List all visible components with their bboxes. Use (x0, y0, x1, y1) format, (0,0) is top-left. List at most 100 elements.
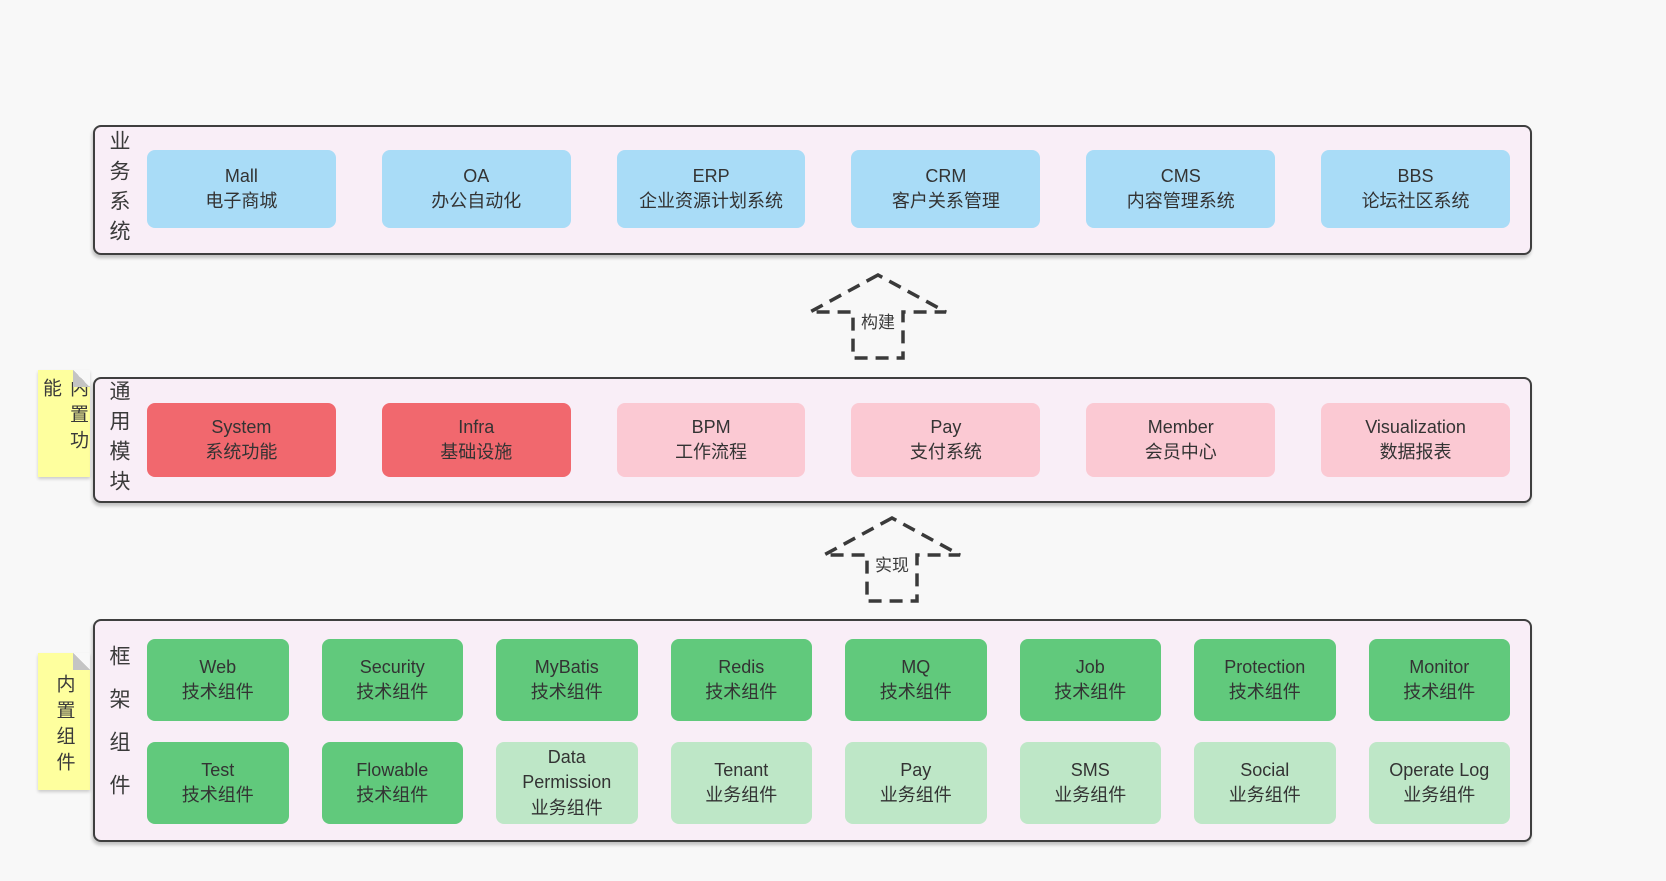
box-desc: 业务组件 (530, 797, 603, 818)
box-name: CMS (1160, 165, 1201, 186)
framework-components-layer: 框架组件 Web 技术组件 Security 技术组件 MyBatis 技术组件… (93, 619, 1532, 842)
box-name: Mall (224, 165, 258, 186)
box-bbs: BBS 论坛社区系统 (1321, 150, 1510, 228)
box-name: Tenant (714, 759, 769, 780)
box-name: ERP (692, 165, 730, 186)
box-name: Web (199, 656, 237, 677)
box-desc: 技术组件 (181, 682, 254, 702)
box-name: BPM (691, 416, 731, 437)
box-name: Social (1240, 759, 1290, 780)
box-name: MQ (901, 656, 931, 677)
box-desc: 业务组件 (1228, 785, 1301, 805)
box-tenant: Tenant 业务组件 (670, 742, 812, 824)
box-desc: 技术组件 (1228, 682, 1301, 702)
box-desc: 技术组件 (356, 785, 429, 805)
folded-corner-icon (73, 370, 90, 387)
sticky-note-builtin-features: 内置功能 (38, 370, 90, 477)
modules-layer-label: 通用模块 (95, 379, 141, 501)
box-desc: 技术组件 (1054, 682, 1127, 702)
box-monitor: Monitor 技术组件 (1368, 639, 1510, 721)
framework-layer-label: 框架组件 (95, 621, 141, 840)
box-mq: MQ 技术组件 (845, 639, 987, 721)
box-infra: Infra 基础设施 (381, 403, 571, 477)
box-desc: 会员中心 (1144, 442, 1217, 462)
box-visualization: Visualization 数据报表 (1321, 403, 1510, 477)
modules-layer-label-text: 通用模块 (107, 380, 130, 500)
box-cms: CMS 内容管理系统 (1086, 150, 1276, 228)
box-desc: 技术组件 (356, 682, 429, 702)
box-system: System 系统功能 (147, 403, 336, 477)
box-name: System (211, 416, 272, 437)
box-security: Security 技术组件 (321, 639, 463, 721)
box-operate-log: Operate Log 业务组件 (1368, 742, 1510, 824)
box-social: Social 业务组件 (1194, 742, 1336, 824)
box-desc: 技术组件 (1403, 682, 1476, 702)
box-desc: 技术组件 (879, 682, 952, 702)
box-name: SMS (1070, 759, 1110, 780)
box-name: Monitor (1409, 656, 1470, 677)
module-boxes: System 系统功能 Infra 基础设施 BPM 工作流程 Pay 支付系统… (147, 403, 1510, 477)
box-desc: 企业资源计划系统 (639, 191, 784, 211)
sticky-note-builtin-components: 内置组件 (38, 653, 90, 790)
box-name: Visualization (1365, 416, 1466, 437)
box-name: Security (359, 656, 425, 677)
business-systems-layer: 业务系统 Mall 电子商城 OA 办公自动化 ERP 企业资源计划系统 CRM… (93, 125, 1532, 255)
business-layer-label: 业务系统 (95, 127, 141, 253)
box-name: Redis (718, 656, 765, 677)
box-desc: 技术组件 (705, 682, 778, 702)
box-desc: 基础设施 (440, 442, 513, 462)
box-web: Web 技术组件 (147, 639, 289, 721)
box-name: BBS (1397, 165, 1434, 186)
framework-boxes: Web 技术组件 Security 技术组件 MyBatis 技术组件 Redi… (147, 639, 1510, 824)
box-protection: Protection 技术组件 (1194, 639, 1336, 721)
up-arrow-icon (823, 516, 961, 603)
box-name: MyBatis (534, 656, 599, 677)
box-desc: 数据报表 (1379, 442, 1452, 462)
box-desc: 支付系统 (909, 442, 982, 462)
box-name: Pay (900, 759, 932, 780)
box-desc: 办公自动化 (431, 191, 522, 211)
business-boxes: Mall 电子商城 OA 办公自动化 ERP 企业资源计划系统 CRM 客户关系… (147, 150, 1510, 228)
box-desc: 业务组件 (1403, 785, 1476, 805)
box-desc: 业务组件 (705, 785, 778, 805)
box-name: Data Permission (522, 747, 612, 793)
box-name: Pay (930, 416, 962, 437)
box-desc: 业务组件 (879, 785, 952, 805)
box-desc: 系统功能 (205, 442, 278, 462)
box-name: Operate Log (1389, 759, 1490, 780)
box-member: Member 会员中心 (1086, 403, 1276, 477)
box-desc: 工作流程 (675, 442, 748, 462)
box-erp: ERP 企业资源计划系统 (616, 150, 806, 228)
folded-corner-icon (73, 653, 90, 670)
box-job: Job 技术组件 (1019, 639, 1161, 721)
framework-layer-label-text: 框架组件 (107, 644, 130, 817)
box-desc: 业务组件 (1054, 785, 1127, 805)
implement-arrow: 实现 (822, 515, 962, 605)
build-arrow-label: 构建 (856, 305, 900, 336)
box-name: OA (463, 165, 490, 186)
sticky-label: 内置功能 (40, 378, 88, 456)
box-desc: 论坛社区系统 (1361, 191, 1470, 211)
box-test: Test 技术组件 (147, 742, 289, 824)
box-pay-component: Pay 业务组件 (845, 742, 987, 824)
sticky-label: 内置组件 (53, 673, 75, 778)
box-crm: CRM 客户关系管理 (851, 150, 1041, 228)
box-desc: 技术组件 (181, 785, 254, 805)
common-modules-layer: 通用模块 System 系统功能 Infra 基础设施 BPM 工作流程 Pay… (93, 377, 1532, 503)
box-mall: Mall 电子商城 (147, 150, 336, 228)
box-desc: 客户关系管理 (891, 191, 1000, 211)
box-mybatis: MyBatis 技术组件 (496, 639, 638, 721)
box-name: Test (201, 759, 235, 780)
box-bpm: BPM 工作流程 (616, 403, 806, 477)
box-name: Protection (1224, 656, 1306, 677)
box-sms: SMS 业务组件 (1019, 742, 1161, 824)
business-layer-label-text: 业务系统 (107, 130, 130, 250)
box-redis: Redis 技术组件 (670, 639, 812, 721)
box-name: Flowable (356, 759, 429, 780)
box-desc: 内容管理系统 (1126, 191, 1235, 211)
box-desc: 技术组件 (530, 682, 603, 702)
box-name: Infra (458, 416, 495, 437)
box-desc: 电子商城 (205, 191, 278, 211)
box-name: Member (1147, 416, 1214, 437)
